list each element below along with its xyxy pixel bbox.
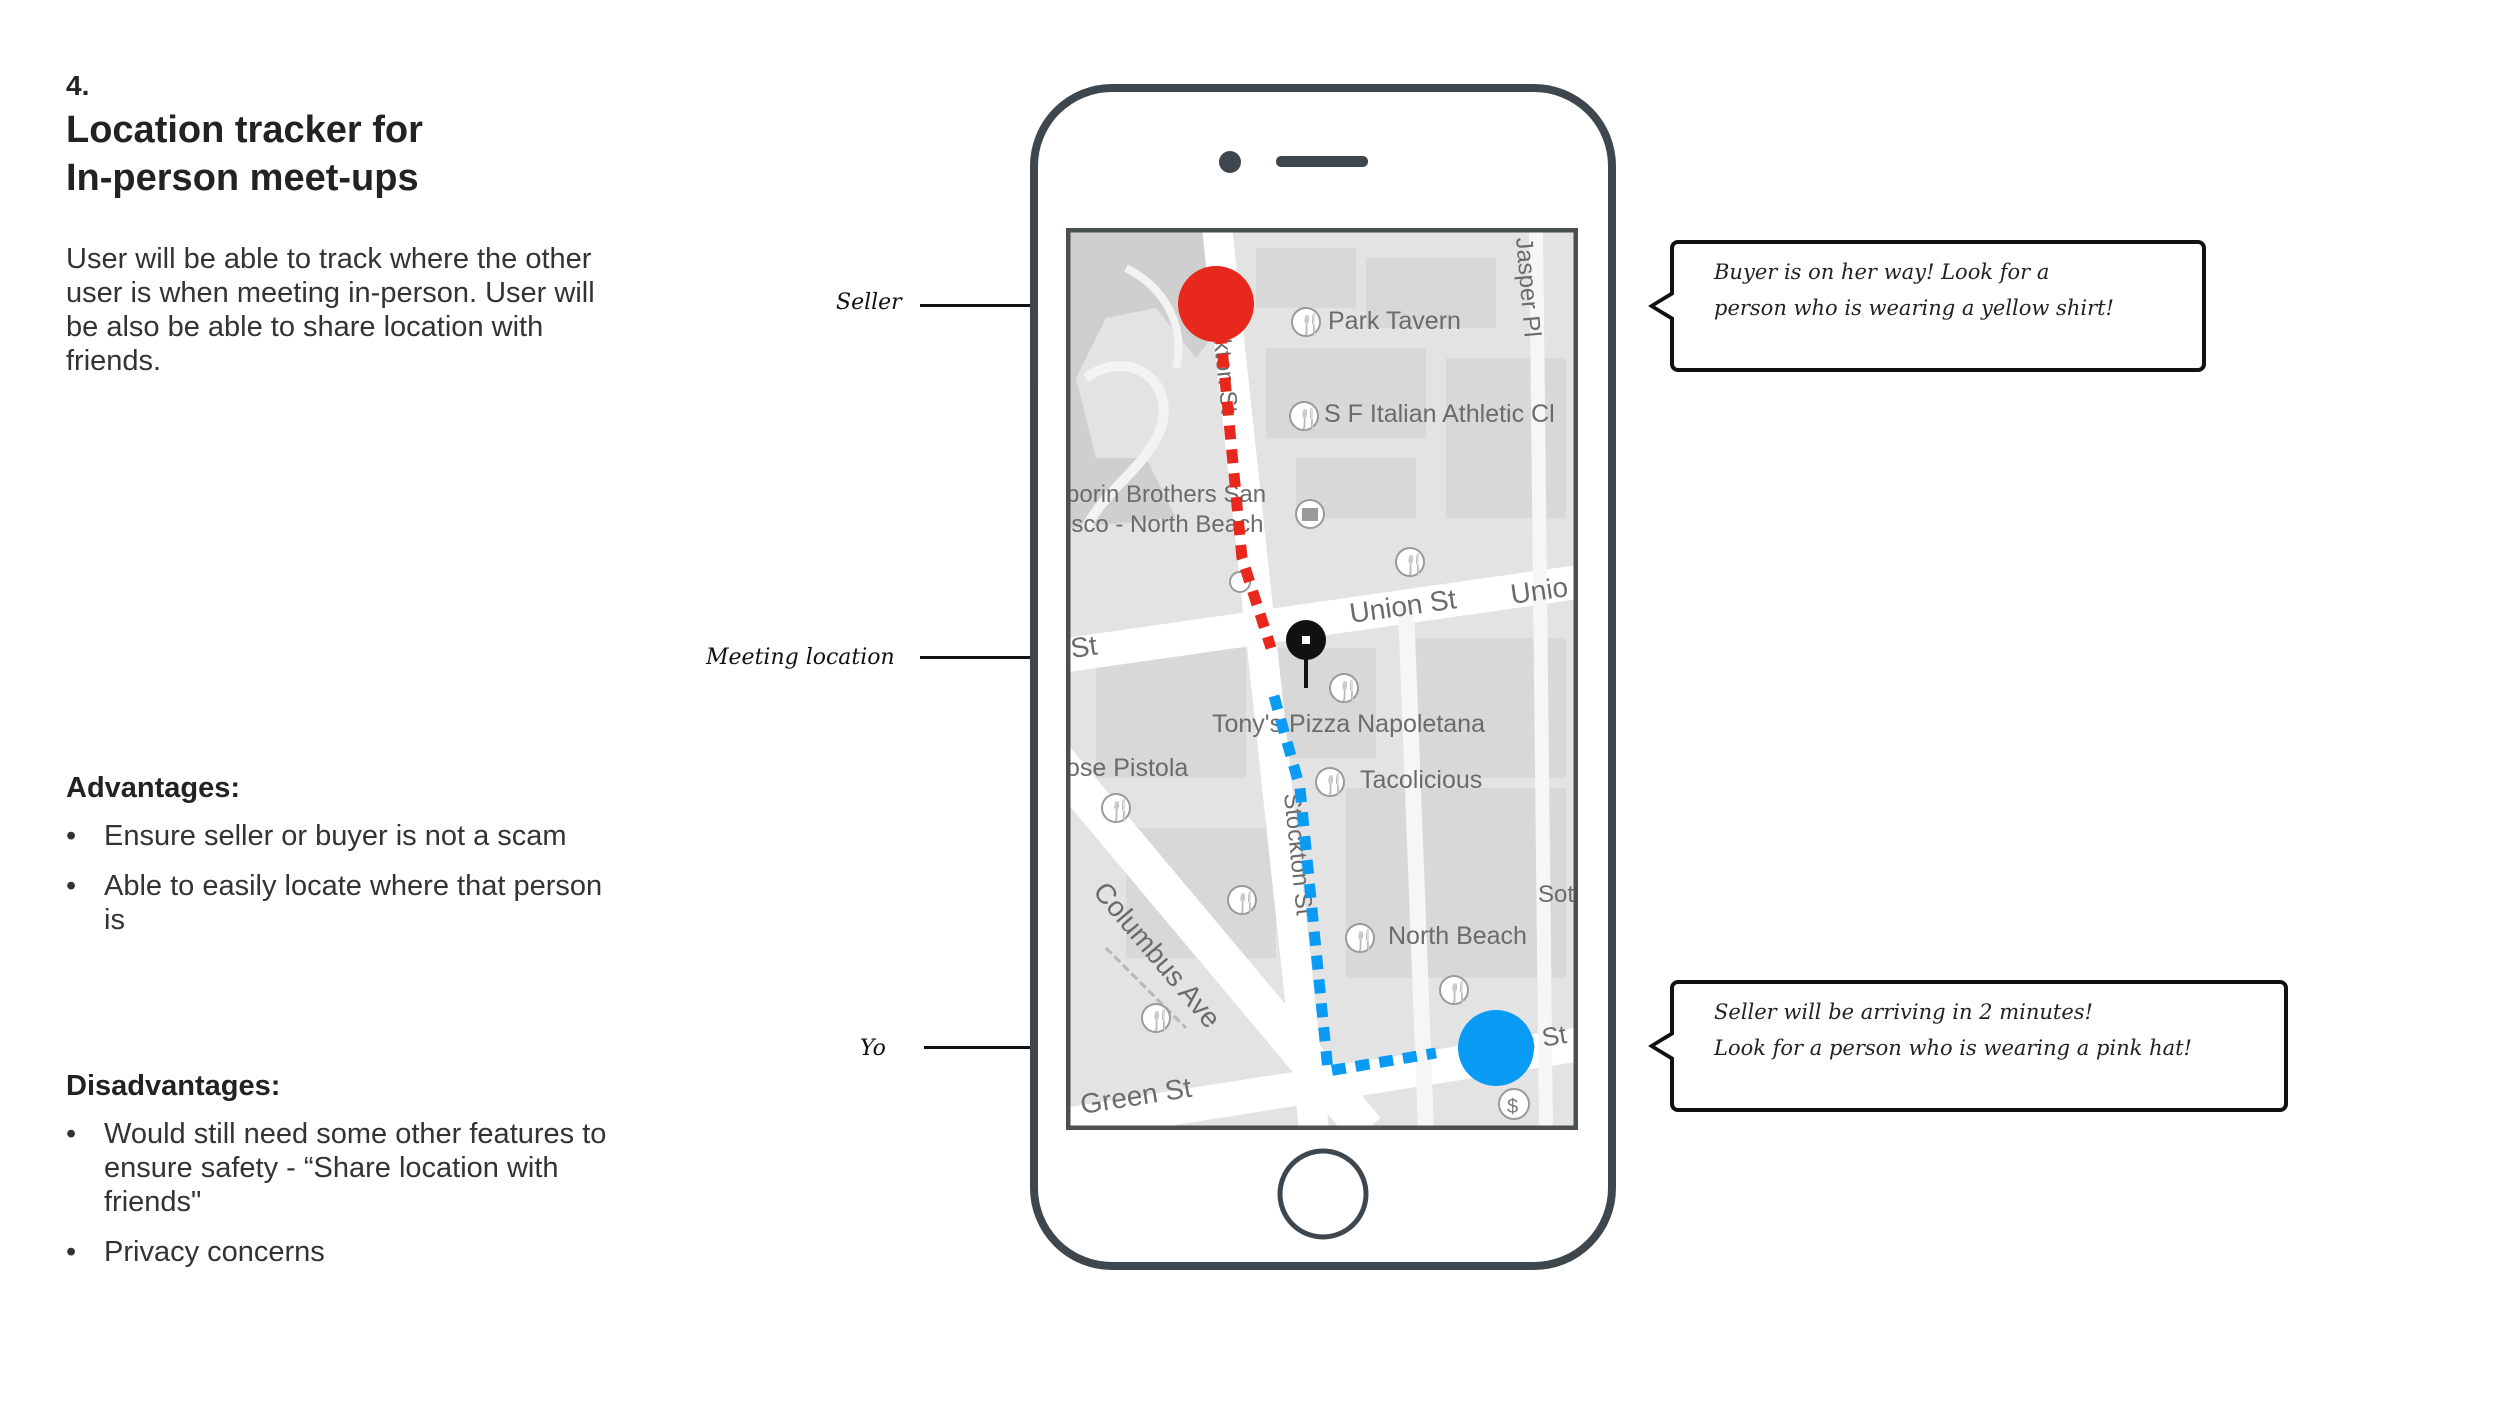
restaurant-icon[interactable] bbox=[1395, 547, 1425, 577]
svg-text:🍴: 🍴 bbox=[1352, 928, 1377, 952]
seller-notification-bubble: Seller will be arriving in 2 minutes! Lo… bbox=[1648, 980, 2288, 1112]
place-label-north-beach: North Beach bbox=[1388, 922, 1527, 950]
restaurant-icons: 🍴 🍴 🍴 🍴 🍴 🍴 🍴 🍴 🍴 🍴 $ bbox=[1101, 307, 1530, 1120]
buyer-notification-bubble: Buyer is on her way! Look for a person w… bbox=[1648, 240, 2206, 372]
meeting-location-pin[interactable] bbox=[1286, 620, 1326, 688]
disadvantages-heading: Disadvantages: bbox=[66, 1070, 281, 1102]
list-item: Privacy concerns bbox=[66, 1235, 626, 1269]
columbus-avenue bbox=[1066, 742, 1381, 1130]
title-line-1: Location tracker for bbox=[66, 109, 423, 151]
advantages-list: Ensure seller or buyer is not a scam Abl… bbox=[66, 819, 626, 937]
svg-text:🍴: 🍴 bbox=[1298, 312, 1323, 336]
list-item: Would still need some other features to … bbox=[66, 1117, 626, 1219]
bubble-text-line: Buyer is on her way! Look for a bbox=[1714, 260, 2050, 284]
restaurant-icon[interactable] bbox=[1439, 975, 1469, 1005]
bubble-text-line: person who is wearing a yellow shirt! bbox=[1714, 296, 2114, 320]
svg-text:🍴: 🍴 bbox=[1296, 406, 1321, 430]
place-label-tacolicious: Tacolicious bbox=[1360, 766, 1482, 794]
svg-text:$: $ bbox=[1507, 1096, 1518, 1118]
street-label-st: St bbox=[1069, 630, 1100, 664]
seller-location-marker[interactable] bbox=[1178, 266, 1254, 342]
restaurant-icon[interactable] bbox=[1289, 401, 1319, 431]
svg-text:🍴: 🍴 bbox=[1402, 552, 1427, 576]
svg-text:🍴: 🍴 bbox=[1336, 678, 1361, 702]
list-item: Ensure seller or buyer is not a scam bbox=[66, 819, 626, 853]
disadvantages-list: Would still need some other features to … bbox=[66, 1117, 626, 1269]
svg-text:🍴: 🍴 bbox=[1148, 1008, 1173, 1032]
slide-number: 4. bbox=[66, 70, 90, 101]
street-label-sf-italian: S F Italian Athletic Cl bbox=[1324, 400, 1555, 428]
seller-route bbox=[1212, 305, 1277, 650]
svg-text:🍴: 🍴 bbox=[1234, 890, 1259, 914]
place-label-tonys: Tony's Pizza Napoletana bbox=[1212, 710, 1485, 738]
bank-icon[interactable] bbox=[1498, 1088, 1530, 1120]
list-item: Able to easily locate where that person … bbox=[66, 869, 626, 937]
street-label-park-tavern: Park Tavern bbox=[1328, 307, 1461, 335]
bubble-text-line: Seller will be arriving in 2 minutes! bbox=[1714, 1000, 2093, 1024]
title-line-2: In-person meet-ups bbox=[66, 157, 419, 199]
restaurant-icon[interactable] bbox=[1291, 307, 1321, 337]
restaurant-icon[interactable] bbox=[1329, 673, 1359, 703]
stockton-street bbox=[1201, 228, 1329, 1130]
place-label-pistola: ose Pistola bbox=[1066, 754, 1188, 782]
page-title: Location tracker for In-person meet-ups bbox=[66, 106, 626, 202]
buyer-location-marker[interactable] bbox=[1458, 1010, 1534, 1086]
advantages-heading: Advantages: bbox=[66, 772, 241, 804]
description-panel: 4. Location tracker for In-person meet-u… bbox=[66, 70, 626, 378]
place-label-sott: Sott bbox=[1538, 881, 1578, 908]
map-view[interactable]: Park Tavern S F Italian Athletic Cl Jasp… bbox=[1066, 228, 1578, 1130]
svg-text:🍴: 🍴 bbox=[1108, 798, 1133, 822]
restaurant-icon[interactable] bbox=[1227, 885, 1257, 915]
buyer-route bbox=[1268, 694, 1437, 1078]
restaurant-icon[interactable] bbox=[1315, 767, 1345, 797]
svg-text:🍴: 🍴 bbox=[1446, 980, 1471, 1004]
restaurant-icon[interactable] bbox=[1101, 793, 1131, 823]
disadvantages-section: Disadvantages: Would still need some oth… bbox=[66, 1070, 626, 1285]
home-button[interactable] bbox=[1277, 1148, 1369, 1240]
union-street bbox=[1066, 564, 1578, 673]
svg-text:🍴: 🍴 bbox=[1322, 772, 1347, 796]
restaurant-icon[interactable] bbox=[1141, 1003, 1171, 1033]
bubble-text-line: Look for a person who is wearing a pink … bbox=[1714, 1036, 2192, 1060]
camera-icon bbox=[1219, 151, 1241, 173]
feature-description: User will be able to track where the oth… bbox=[66, 243, 595, 377]
restaurant-icon[interactable] bbox=[1345, 923, 1375, 953]
seller-callout-label: Seller bbox=[836, 290, 902, 315]
meeting-callout-label: Meeting location bbox=[706, 645, 895, 670]
advantages-section: Advantages: Ensure seller or buyer is no… bbox=[66, 772, 626, 953]
you-callout-label: Yo bbox=[860, 1036, 886, 1061]
speaker-grille bbox=[1276, 156, 1368, 167]
place-label-boudin-2: isco - North Beach bbox=[1066, 511, 1263, 538]
